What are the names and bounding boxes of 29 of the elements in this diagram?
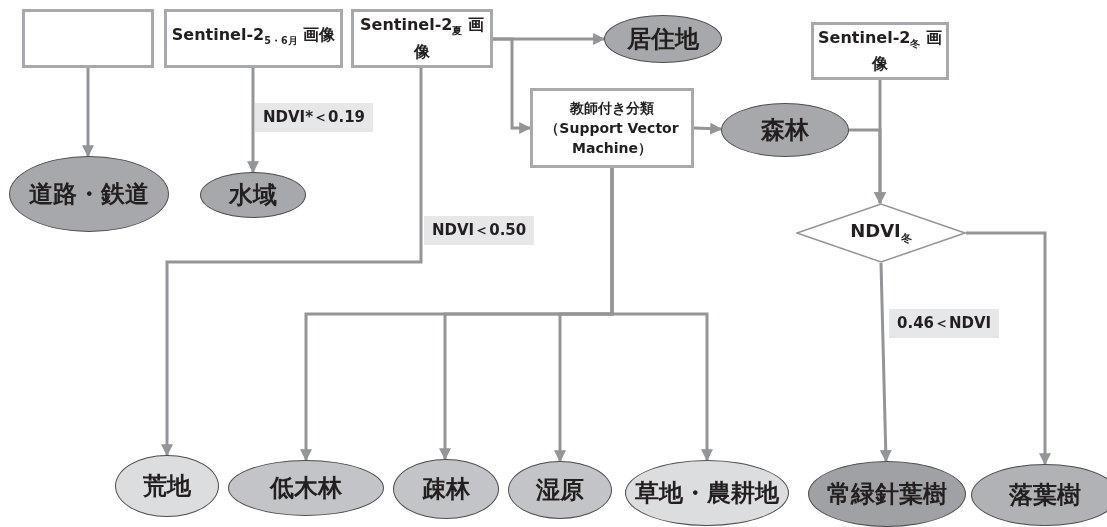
edge-label: NDVI*＜0.19 — [255, 103, 374, 132]
arrow — [161, 68, 423, 457]
class-ellipse: 常緑針葉樹 — [808, 461, 966, 527]
arrow — [247, 68, 259, 174]
edge-label: NDVI＜0.50 — [424, 216, 535, 245]
edge-label: 0.46＜NDVI — [889, 309, 1000, 338]
class-ellipse: 道路・鉄道 — [9, 156, 169, 232]
class-ellipse: 森林 — [721, 103, 849, 157]
data-box: Sentinel-2$_{5・6月}$ 画像 — [164, 9, 343, 68]
arrow — [879, 262, 892, 463]
class-ellipse: 低木林 — [228, 460, 384, 516]
arrow — [610, 168, 713, 462]
decision-diamond: NDVI$_{冬}$ — [796, 203, 966, 263]
classifier-box: 教師付き分類（Support Vector Machine） — [530, 88, 694, 168]
class-ellipse: 居住地 — [604, 15, 722, 63]
class-ellipse: 湿原 — [508, 461, 612, 519]
class-ellipse: 草地・農耕地 — [625, 460, 789, 526]
data-box: Sentinel-2$_{冬}$ 画像 — [811, 22, 949, 80]
class-ellipse: 疎林 — [393, 459, 499, 519]
arrow — [82, 68, 94, 158]
arrow — [693, 122, 723, 135]
source-box — [22, 9, 154, 68]
class-ellipse: 水域 — [200, 172, 306, 218]
data-box: Sentinel-2$_{夏}$ 画像 — [351, 9, 493, 68]
arrow — [966, 231, 1051, 466]
arrow — [493, 37, 532, 134]
class-ellipse: 落葉樹 — [971, 464, 1107, 526]
arrow — [849, 128, 886, 205]
class-ellipse: 荒地 — [115, 455, 219, 517]
